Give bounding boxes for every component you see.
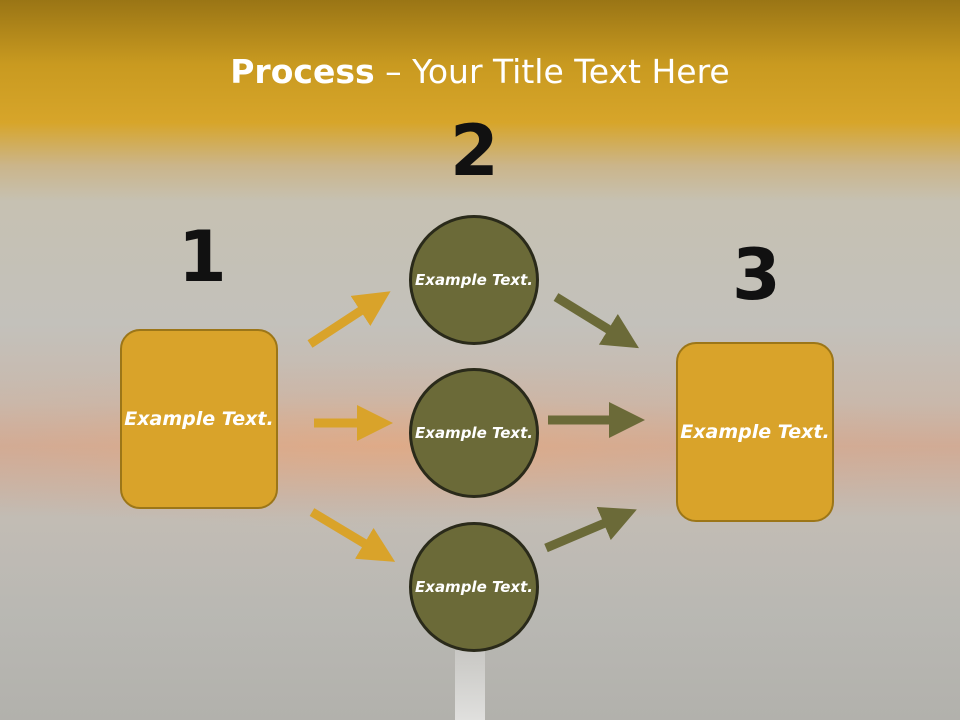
circle-bottom-text: Example Text. [415, 577, 533, 596]
circle-top-text: Example Text. [415, 270, 533, 289]
road-line [455, 650, 485, 720]
right-box-text: Example Text. [680, 420, 830, 443]
arrow-right-up [544, 506, 637, 553]
circle-middle: Example Text. [409, 368, 539, 498]
circle-middle-text: Example Text. [415, 423, 533, 442]
step-number-3: 3 [732, 234, 781, 316]
circle-bottom: Example Text. [409, 522, 539, 652]
step-number-2: 2 [450, 110, 499, 192]
left-box-text: Example Text. [124, 407, 274, 430]
arrow-left-up [307, 291, 391, 348]
title-rest: – Your Title Text Here [374, 52, 730, 91]
step-number-1: 1 [178, 216, 227, 298]
arrow-left-down [309, 508, 396, 562]
right-process-box: Example Text. [676, 342, 834, 522]
arrow-right-down [553, 293, 639, 349]
title-bold: Process [230, 52, 375, 91]
left-process-box: Example Text. [120, 329, 278, 509]
circle-top: Example Text. [409, 215, 539, 345]
slide-title: Process – Your Title Text Here [0, 52, 960, 91]
